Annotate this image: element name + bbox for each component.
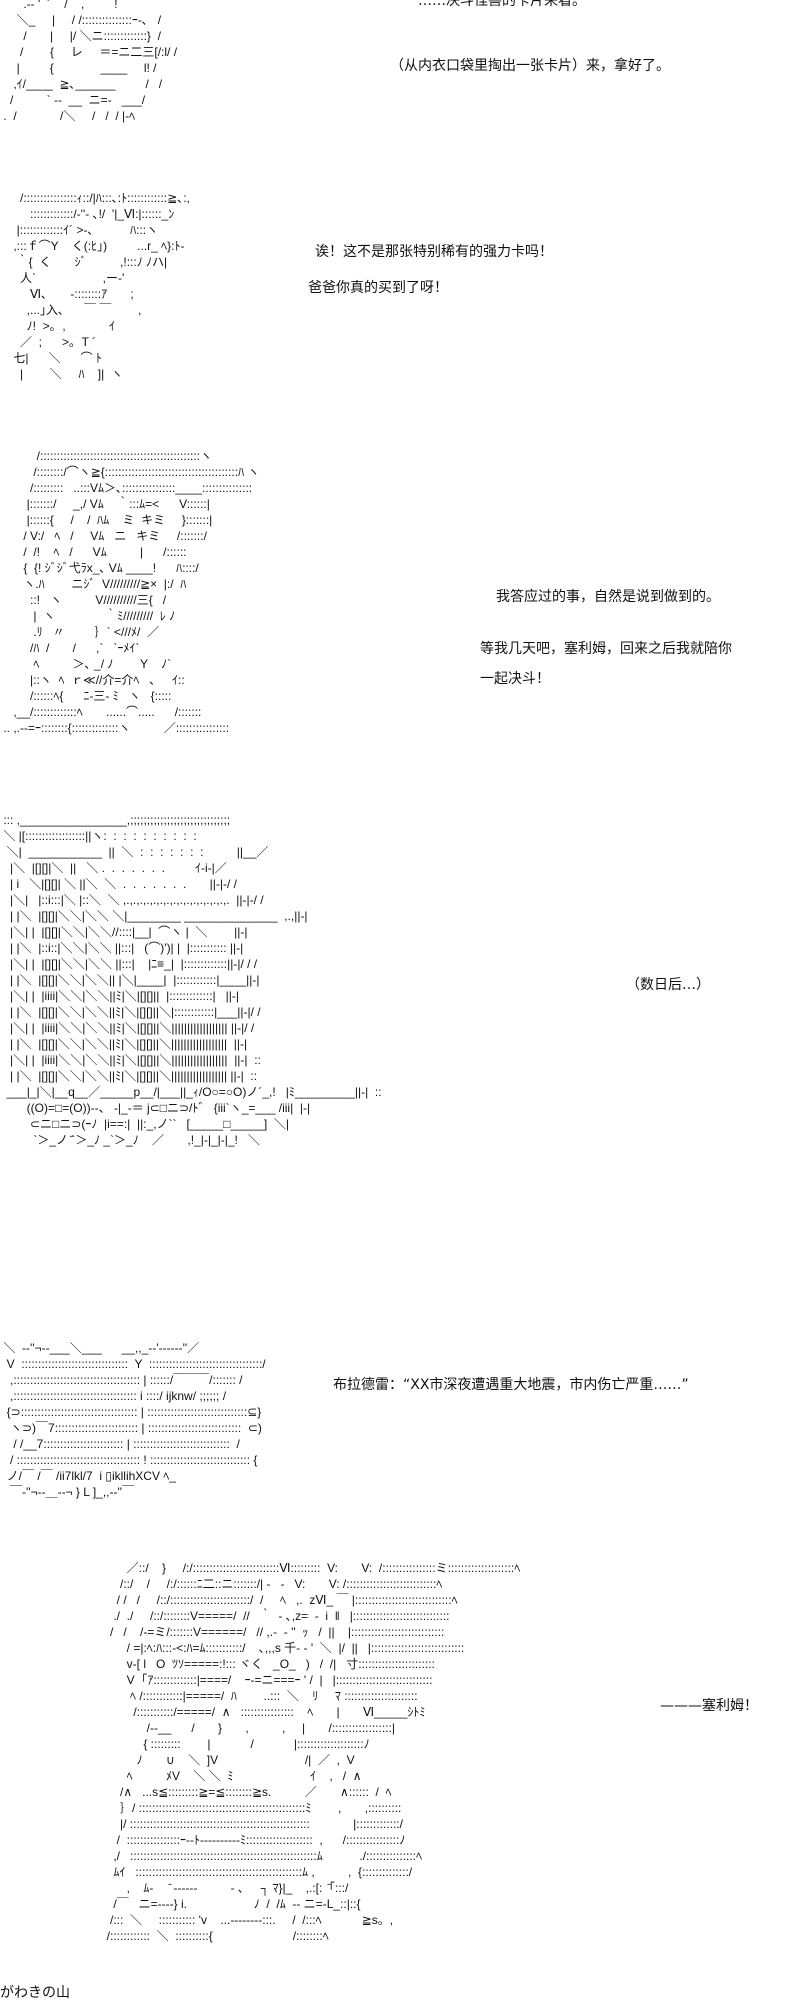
ascii-art-city: ::: ,________________,;;;;;;;;;;;;;;;;;;… [3,813,382,1147]
dialogue-line: 我答应过的事，自然是说到做到的。 [496,589,720,605]
ascii-art-selim-face: /::::::::::::::::ｨ::/|ﾊ:::､:ﾄ:::::::::::… [13,191,190,381]
dialogue-line: 诶！这不是那张特别稀有的强力卡吗！ [315,244,553,260]
narration-line: （从内衣口袋里掏出一张卡片）来，拿好了。 [390,58,670,74]
ascii-art-father-hands: .-‐ ' ´ / , ! ＼_ | / /:::::::::::::::ｰ-､… [3,0,178,123]
ascii-art-newspaper: ＼ ‐‐''¬‐‐___＼___ __,,_‐‐'‐‐‐‐‐‐''／ V :::… [3,1341,266,1499]
narration-line: （数日后…） [626,977,710,993]
narration-line: ……决斗怪兽的卡片来看。 [418,0,586,9]
ascii-art-selim-crying: ／::/ } /:/::::::::::::::::::::::::::Ⅵ:::… [106,1561,521,1943]
dialogue-line: 一起决斗！ [480,671,550,687]
shout-line: ———塞利姆！ [660,1698,758,1714]
dialogue-line: 爸爸你真的买到了呀！ [308,280,448,296]
ascii-art-father-portrait: /:::::::::::::::::::::::::::::::::::::::… [3,449,260,735]
dialogue-line: 等我几天吧，塞利姆，回来之后我就陪你 [480,641,732,657]
news-line: 布拉德雷：“XX市深夜遭遇重大地震，市内伤亡严重……” [333,1377,689,1393]
footer-caption: がわきの山 [0,1985,70,2001]
